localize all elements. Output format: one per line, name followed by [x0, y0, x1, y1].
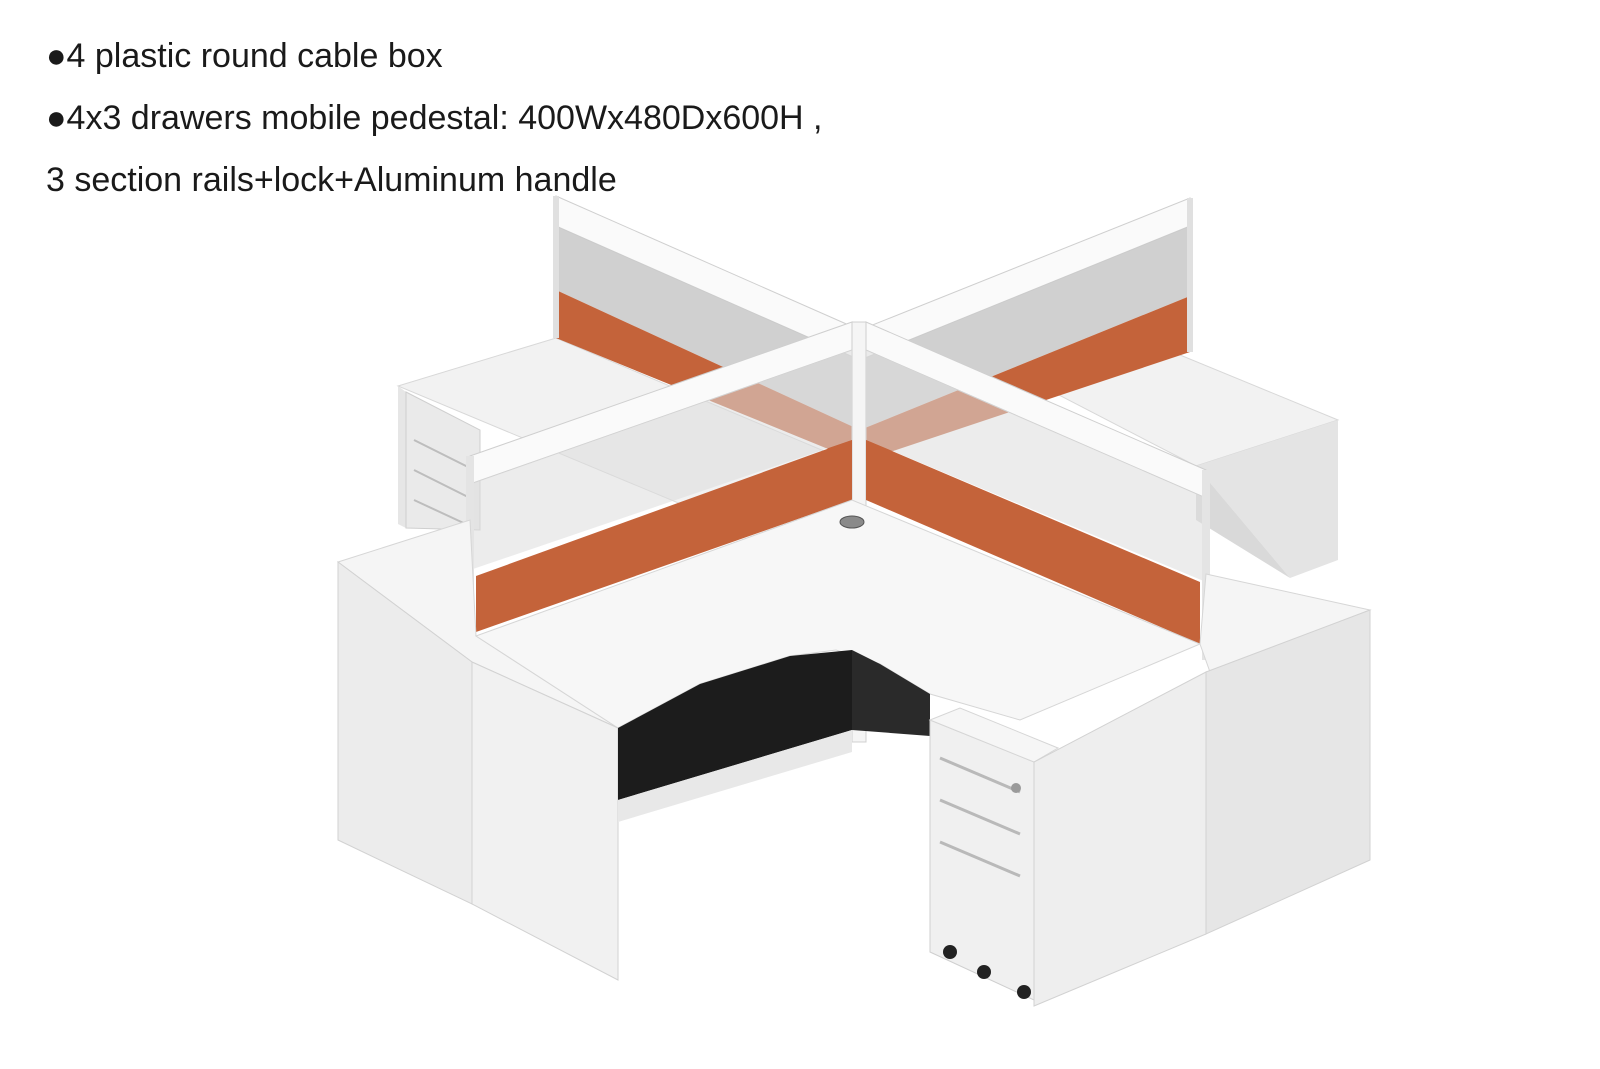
lock-icon [1011, 783, 1021, 793]
knee-space [618, 650, 930, 822]
caster-icon [977, 965, 991, 979]
caster-icon [943, 945, 957, 959]
front-left-desk-body [337, 561, 619, 981]
cable-box-icon [839, 515, 865, 529]
front-right-screen [865, 321, 1210, 660]
pedestal-drawer-handle-3 [939, 840, 1021, 878]
pedestal-drawer-handle-1 [939, 756, 1021, 794]
mobile-pedestal [928, 707, 1060, 1001]
caster-icon [1017, 985, 1031, 999]
spec-cable-box: ●4 plastic round cable box [46, 37, 443, 75]
spec-pedestal: ●4x3 drawers mobile pedestal: 400Wx480Dx… [46, 99, 823, 137]
front-left-screen [466, 321, 853, 636]
pedestal-drawer-handle-2 [939, 798, 1021, 836]
front-right-desk-body [1033, 609, 1371, 1007]
spec-rails-lock-handle: 3 section rails+lock+Aluminum handle [46, 161, 617, 199]
